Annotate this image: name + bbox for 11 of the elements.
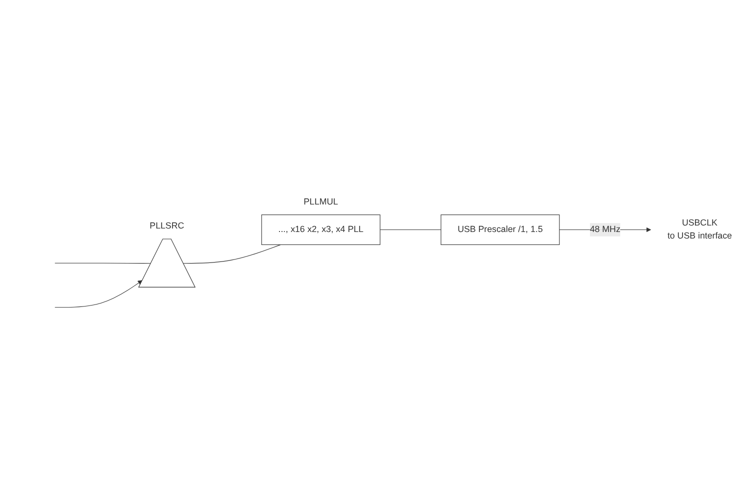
edge-label: 48 MHz <box>590 224 620 234</box>
node-label: PLLMUL <box>304 196 338 206</box>
connector <box>54 262 152 264</box>
node-trapezoid <box>138 238 196 288</box>
connector <box>183 244 281 264</box>
node-label: PLLSRC <box>150 221 184 231</box>
node-box: USB Prescaler /1, 1.5 <box>440 214 560 245</box>
node-box: ..., x16 x2, x3, x4 PLL <box>261 214 380 245</box>
node-text: USBCLK to USB interface <box>667 218 732 241</box>
arrow <box>54 280 143 308</box>
connector <box>380 229 442 230</box>
